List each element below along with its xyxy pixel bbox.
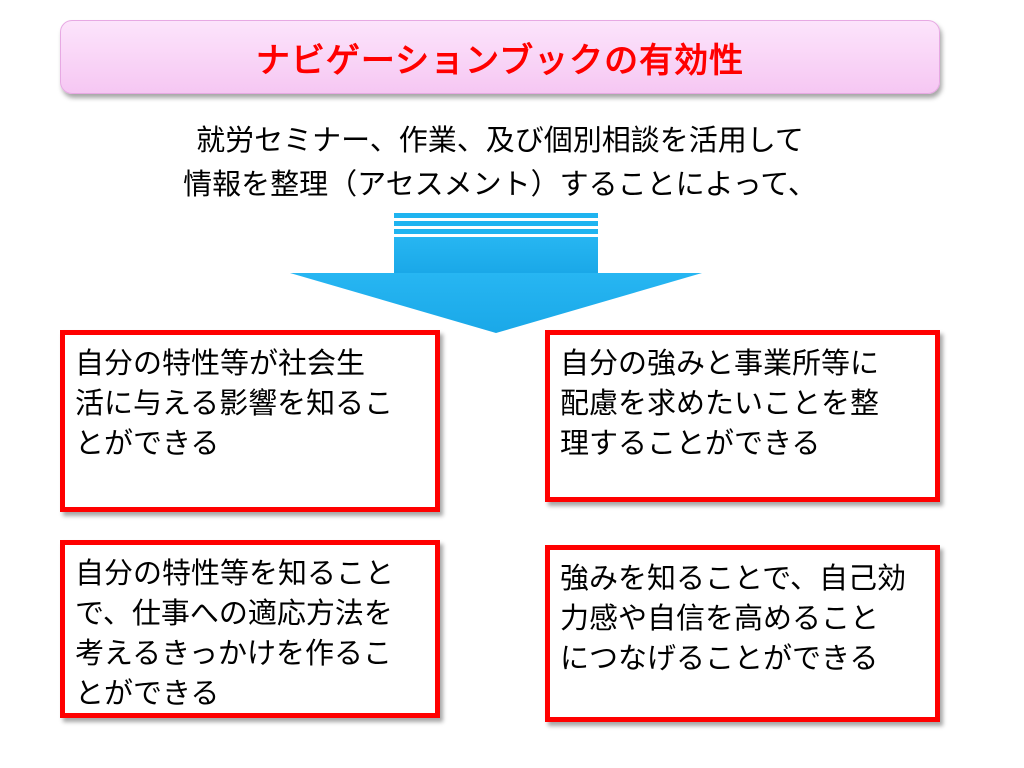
- card-line: で、仕事への適応方法を: [75, 596, 393, 630]
- arrow-stripe-3: [394, 229, 598, 234]
- card-line: 自分の特性等が社会生: [75, 346, 366, 380]
- title-banner: ナビゲーションブックの有効性: [60, 20, 940, 94]
- card-line: 考えるきっかけを作るこ: [75, 636, 392, 670]
- arrow-shaft: [394, 237, 598, 273]
- intro-line-1: 就労セミナー、作業、及び個別相談を活用して: [196, 123, 804, 157]
- card-strengths-accommodation: 自分の強みと事業所等に 配慮を求めたいことを整 理することができる: [545, 330, 940, 502]
- card-line: 配慮を求めたいことを整: [560, 386, 880, 420]
- card-social-impact: 自分の特性等が社会生 活に与える影響を知るこ とができる: [60, 330, 440, 512]
- arrow-stripe-2: [394, 221, 598, 226]
- card-line: につなげることができる: [560, 641, 879, 675]
- card-line: 力感や自信を高めること: [560, 601, 880, 635]
- card-work-adaptation: 自分の特性等を知ること で、仕事への適応方法を 考えるきっかけを作るこ とができ…: [60, 540, 440, 718]
- card-self-efficacy: 強みを知ることで、自己効 力感や自信を高めること につなげることができる: [545, 545, 940, 722]
- card-line: とができる: [75, 426, 220, 460]
- page-title: ナビゲーションブックの有効性: [255, 40, 745, 81]
- card-line: 自分の特性等を知ること: [75, 556, 395, 590]
- arrow-head: [290, 273, 702, 333]
- card-line: 理することができる: [560, 426, 821, 460]
- intro-text: 就労セミナー、作業、及び個別相談を活用して 情報を整理（アセスメント）することに…: [0, 118, 1000, 206]
- intro-line-2: 情報を整理（アセスメント）することによって、: [183, 167, 817, 201]
- card-line: 自分の強みと事業所等に: [560, 346, 880, 380]
- card-line: 強みを知ることで、自己効: [560, 561, 906, 595]
- down-arrow-icon: [290, 213, 702, 333]
- card-line: とができる: [75, 676, 220, 710]
- arrow-stripe-1: [394, 213, 598, 218]
- card-line: 活に与える影響を知るこ: [75, 386, 394, 420]
